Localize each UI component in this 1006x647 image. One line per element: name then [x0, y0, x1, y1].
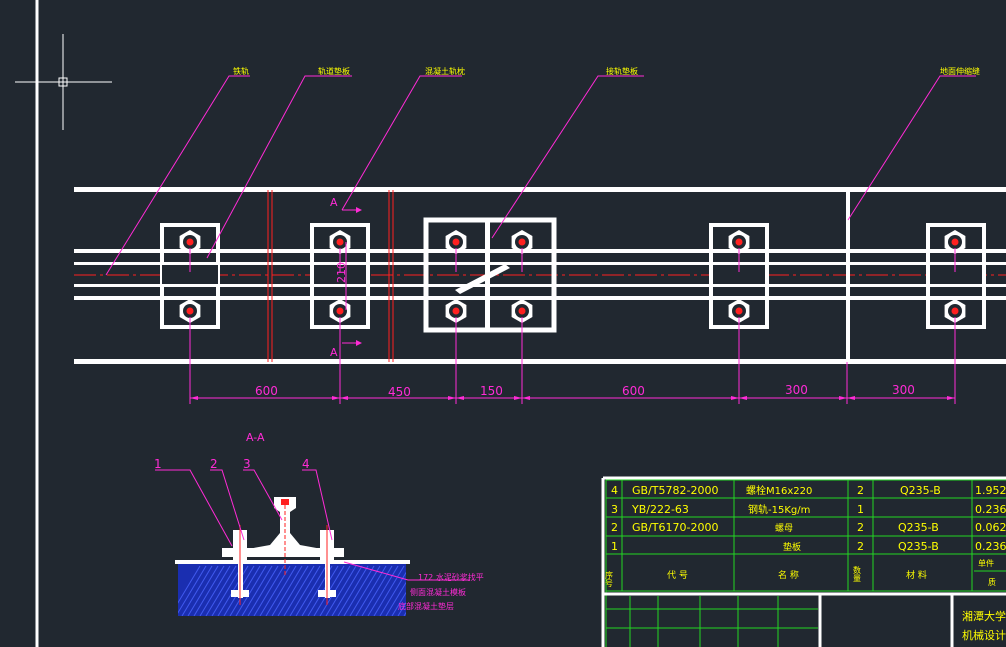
hex-bolt-icon	[511, 230, 533, 272]
bom-row3-weight: 0.236	[975, 503, 1006, 516]
bom-row2-qty: 2	[857, 521, 864, 534]
hex-bolt-icon	[445, 299, 467, 391]
hex-bolt-icon	[329, 230, 351, 272]
hex-bolt-icon	[179, 230, 201, 272]
bom-row1-no: 1	[611, 540, 618, 553]
hex-bolt-icon	[511, 299, 533, 391]
label-concrete-sleeper: 混凝土轨枕	[425, 66, 465, 76]
dim-450: 450	[388, 385, 411, 399]
section-callout-1: 1	[154, 457, 162, 471]
expansion-joint-line	[846, 190, 850, 362]
section-note-mortar: 172 水泥砂浆找平	[418, 572, 484, 582]
bom-row2-weight: 0.062	[975, 521, 1006, 534]
bolt-group	[179, 230, 966, 391]
bom-row4-code: GB/T5782-2000	[632, 484, 718, 497]
hex-bolt-icon	[728, 230, 750, 272]
bom-header-material: 材 料	[906, 569, 927, 581]
bom-row2-no: 2	[611, 521, 618, 534]
label-joint-tie-plate: 接轨垫板	[606, 66, 638, 76]
bom-row3-name: 钢轨-15Kg/m	[748, 503, 810, 516]
dim-600-a: 600	[255, 384, 278, 398]
dim-150: 150	[480, 384, 503, 398]
section-title: A-A	[246, 431, 265, 444]
label-tie-plate: 轨道垫板	[318, 66, 350, 76]
bom-row1-name: 垫板	[783, 541, 801, 553]
joint-tie-plate	[423, 217, 557, 333]
bom-header-no: 序号	[605, 570, 614, 588]
leader-lines	[105, 75, 976, 276]
title-subtitle: 机械设计制	[962, 628, 1006, 642]
bom-header-weight2: 质	[988, 577, 996, 587]
bom-row2-code: GB/T6170-2000	[632, 521, 718, 534]
dim-300-a: 300	[785, 383, 808, 397]
section-note-formwork: 侧面混凝土模板	[410, 587, 466, 597]
bom-header-code: 代 号	[667, 570, 688, 581]
section-bolt-right	[318, 525, 336, 605]
label-expansion-joint: 地面伸缩缝	[940, 66, 980, 76]
bom-row1-qty: 2	[857, 540, 864, 553]
section-letter-bottom: A	[330, 346, 338, 359]
section-callout-3: 3	[243, 457, 251, 471]
dim-300-b: 300	[892, 383, 915, 397]
dim-600-b: 600	[622, 384, 645, 398]
bom-row4-no: 4	[611, 484, 618, 497]
section-letter-top: A	[330, 196, 338, 209]
bom-row4-weight: 1.952	[975, 484, 1006, 497]
label-rail: 铁轨	[233, 66, 249, 76]
vertical-dimension: 210	[335, 242, 348, 310]
hex-bolt-icon	[944, 230, 966, 272]
top-boundary-line	[74, 187, 1006, 192]
dimension-chain	[189, 320, 956, 404]
section-cut-marks	[267, 190, 394, 362]
section-callout-4: 4	[302, 457, 310, 471]
tie-plate-4	[926, 223, 986, 329]
bom-row1-material: Q235-B	[898, 540, 939, 553]
title-school: 湘潭大学	[962, 609, 1006, 623]
bill-of-materials: 4 GB/T5782-2000 螺栓M16x220 2 Q235-B 1.952…	[601, 476, 1006, 647]
section-marker-bottom: A	[330, 340, 362, 359]
plan-view	[74, 187, 1006, 391]
bom-row3-qty: 1	[857, 503, 864, 516]
section-note-base: 底部混凝土垫层	[398, 601, 454, 611]
bottom-boundary-line	[74, 359, 1006, 364]
section-marker-top: A	[330, 196, 362, 213]
bom-header-weight: 单件	[978, 558, 994, 568]
vertical-dimension-text: 210	[335, 262, 348, 283]
bom-row3-code: YB/222-63	[631, 503, 689, 516]
bom-row4-name: 螺栓M16x220	[746, 484, 812, 497]
section-callout-2: 2	[210, 457, 218, 471]
section-view	[155, 469, 470, 616]
bom-row3-no: 3	[611, 503, 618, 516]
bom-row1-weight: 0.236	[975, 540, 1006, 553]
bom-header-qty: 数量	[853, 565, 862, 582]
hex-bolt-icon	[445, 230, 467, 272]
hex-bolt-icon	[329, 299, 351, 391]
rail-lines	[74, 249, 1006, 300]
bom-row2-name: 螺母	[775, 523, 793, 534]
crosshair-cursor-icon	[15, 34, 112, 130]
bom-header-name: 名 称	[778, 569, 799, 581]
bom-row4-qty: 2	[857, 484, 864, 497]
bom-row2-material: Q235-B	[898, 521, 939, 534]
bom-row4-material: Q235-B	[900, 484, 941, 497]
